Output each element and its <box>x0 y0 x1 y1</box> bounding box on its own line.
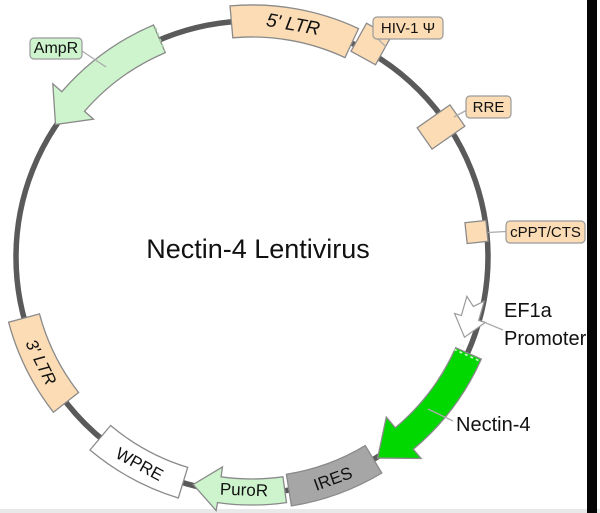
label-ef1a-line2: Promoter <box>504 328 587 350</box>
feature-puror-arrow <box>192 465 288 512</box>
leader-cppt-cts <box>487 230 507 234</box>
leader-nectin4 <box>427 408 454 422</box>
feature-ampr-arrow <box>52 24 167 126</box>
feature-3-ltr <box>7 313 80 414</box>
label-rre: RRE <box>473 99 505 116</box>
feature-ef1a-promoter-arrow <box>453 294 487 339</box>
feature-puror-label: PuroR <box>220 480 269 501</box>
label-hiv1-psi: HIV-1 Ψ <box>381 20 435 37</box>
feature-ires <box>285 444 383 507</box>
feature-5-ltr <box>229 4 360 59</box>
label-box-rre <box>465 95 512 119</box>
label-ef1a-line1: EF1a <box>504 300 553 322</box>
bottom-edge-strip <box>0 509 600 513</box>
right-edge-bar <box>587 0 597 513</box>
feature-nectin4-arrow <box>376 346 483 460</box>
label-cppt-cts: cPPT/CTS <box>510 224 581 241</box>
leader-ampr <box>81 50 107 68</box>
plasmid-title: Nectin-4 Lentivirus <box>146 234 370 264</box>
label-nectin4: Nectin-4 <box>456 414 530 436</box>
label-box-hiv1-psi <box>372 16 444 40</box>
leader-hiv1-psi <box>377 38 387 48</box>
feature-cppt-cts-box <box>464 219 489 245</box>
feature-wpre <box>89 424 189 499</box>
nectin4-truncation-dashes <box>454 348 479 362</box>
label-box-cppt-cts <box>505 220 586 244</box>
leader-ef1a-promoter <box>485 322 504 331</box>
label-box-ampr <box>29 37 83 60</box>
label-ampr: AmpR <box>34 40 78 57</box>
leader-rre <box>453 109 468 118</box>
ampr-truncation-dashes <box>154 27 166 51</box>
